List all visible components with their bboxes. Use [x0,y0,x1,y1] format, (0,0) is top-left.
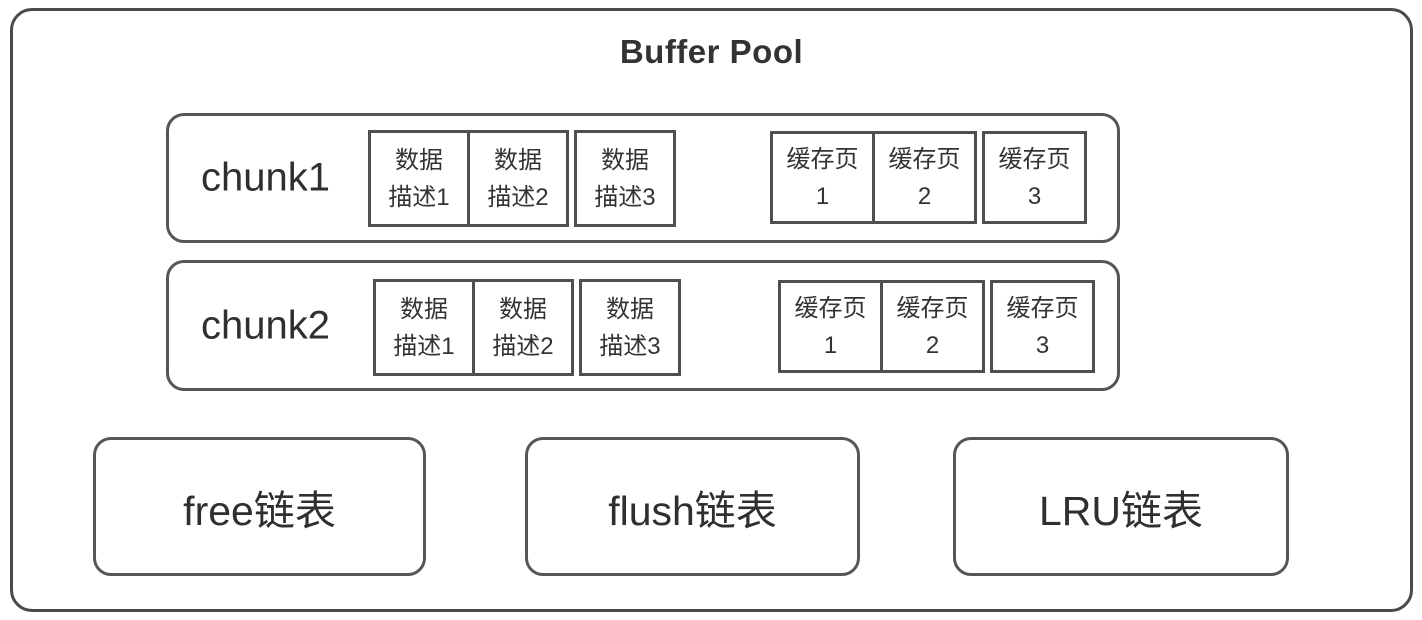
chunk2-page-box-3: 缓存页 3 [990,280,1095,373]
chunk1-page-box-2: 缓存页 2 [872,131,977,224]
page-box-line1: 缓存页 [794,294,867,322]
flush-list-label: flush链表 [608,487,777,534]
desc-box-line1: 数据 [606,295,654,323]
desc-box-line2: 描述1 [388,183,450,211]
chunk1-page-box-3: 缓存页 3 [982,131,1087,224]
desc-box-line1: 数据 [601,146,649,174]
desc-box-line2: 描述1 [393,332,455,360]
chunk2-page-box-1: 缓存页 1 [778,280,883,373]
chunk1-page-group: 缓存页 1 缓存页 2 缓存页 3 [770,131,1087,224]
chunk1-label: chunk1 [201,155,330,200]
chunk2-page-group: 缓存页 1 缓存页 2 缓存页 3 [778,280,1095,373]
page-box-line1: 缓存页 [888,145,961,173]
buffer-pool-title: Buffer Pool [619,33,804,70]
desc-box-line1: 数据 [395,146,443,174]
chunk1-desc-box-1: 数据 描述1 [368,130,470,227]
page-box-line2: 1 [815,182,830,210]
desc-box-line2: 描述2 [487,183,549,211]
page-box-line2: 2 [917,182,932,210]
chunk1-desc-box-2: 数据 描述2 [467,130,569,227]
page-box-line1: 缓存页 [896,294,969,322]
chunk2-desc-box-2: 数据 描述2 [472,279,574,376]
page-box-line1: 缓存页 [786,145,859,173]
chunk2-desc-group: 数据 描述1 数据 描述2 数据 描述3 [373,279,681,376]
lru-list-label: LRU链表 [1038,487,1204,534]
page-box-line2: 3 [1035,331,1050,359]
free-list-box: free链表 [93,437,426,576]
chunk2-desc-box-3: 数据 描述3 [579,279,681,376]
flush-list-box: flush链表 [525,437,860,576]
desc-box-line2: 描述2 [492,332,554,360]
page-box-line1: 缓存页 [1006,294,1079,322]
chunk1-desc-box-3: 数据 描述3 [574,130,676,227]
chunk1-container: chunk1 数据 描述1 数据 描述2 数据 描述3 缓存页 1 [166,113,1120,243]
desc-box-line2: 描述3 [599,332,661,360]
desc-box-line1: 数据 [499,295,547,323]
page-box-line1: 缓存页 [998,145,1071,173]
chunk2-label: chunk2 [201,303,330,347]
chunk2-page-box-2: 缓存页 2 [880,280,985,373]
lru-list-box: LRU链表 [953,437,1289,576]
page-box-line2: 1 [823,331,838,359]
free-list-label: free链表 [183,487,336,534]
chunk2-desc-box-1: 数据 描述1 [373,279,475,376]
chunk2-container: chunk2 数据 描述1 数据 描述2 数据 描述3 缓存页 1 [166,260,1120,391]
desc-box-line2: 描述3 [594,183,656,211]
page-box-line2: 3 [1027,182,1042,210]
desc-box-line1: 数据 [400,295,448,323]
page-box-line2: 2 [925,331,940,359]
chunk1-desc-group: 数据 描述1 数据 描述2 数据 描述3 [368,130,676,227]
desc-box-line1: 数据 [494,146,542,174]
buffer-pool-container: Buffer Pool chunk1 数据 描述1 数据 描述2 数据 描述3 [10,8,1413,612]
chunk1-page-box-1: 缓存页 1 [770,131,875,224]
